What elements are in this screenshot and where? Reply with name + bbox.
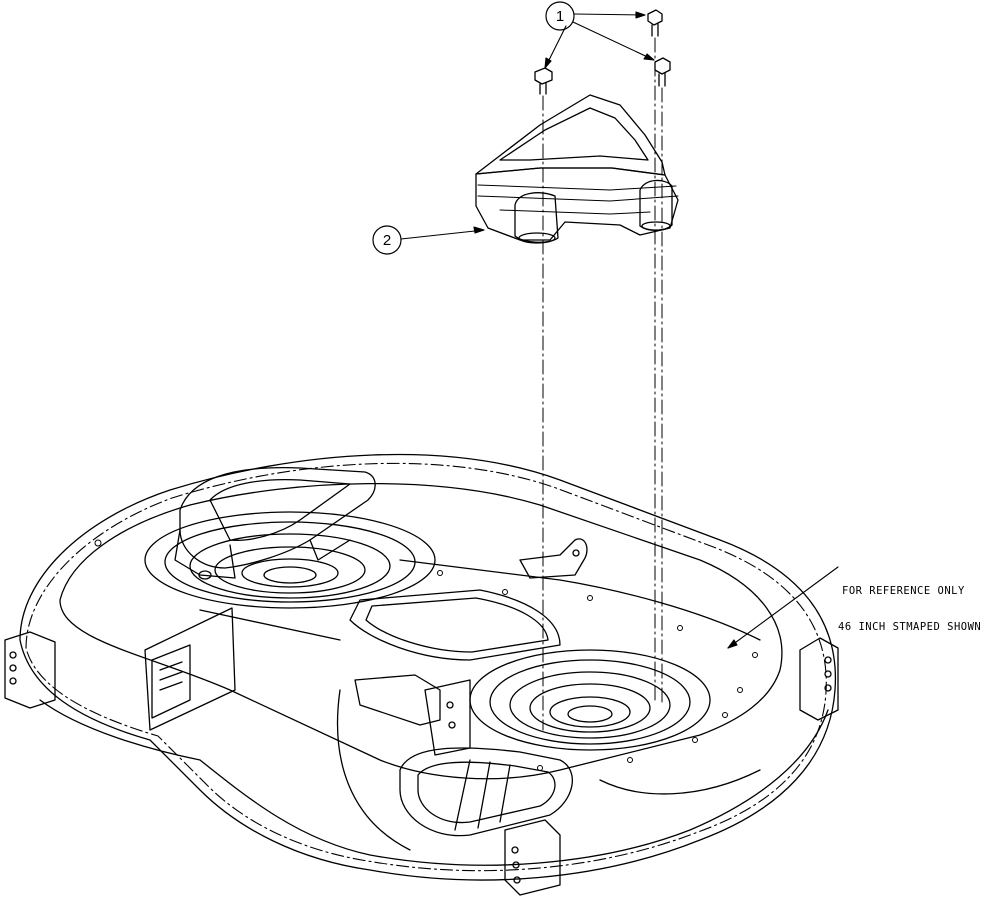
cover-body [475, 167, 679, 241]
left-spindle-well [144, 511, 436, 609]
callout-1-number: 1 [556, 8, 564, 25]
deck-center-channel-inner [365, 597, 549, 653]
part-2-pulley-cover [475, 94, 679, 244]
screw-top [647, 9, 663, 37]
callout-2: 2 [372, 225, 402, 255]
cover-inset-panel [499, 107, 649, 161]
reference-note: FOR REFERENCE ONLY 46 INCH STMAPED SHOWN [838, 561, 981, 645]
deck-outer-shell [19, 453, 837, 881]
deck-mounting-holes [94, 539, 758, 771]
cover-top-face [475, 94, 666, 176]
leader-lines [400, 11, 839, 649]
deck-front-skirt [39, 699, 829, 866]
deck-top-plate [59, 482, 783, 780]
deck-rib [199, 559, 761, 641]
mower-deck [4, 453, 839, 896]
screw-right [654, 57, 671, 87]
deck-center-bracket [519, 538, 588, 579]
deck-skirt-inner [336, 689, 761, 851]
deck-left-pulley-cover [174, 466, 376, 580]
deck-front-opening [399, 747, 573, 837]
reference-note-line-1: FOR REFERENCE ONLY [842, 585, 965, 597]
cover-left-boss-opening [518, 232, 556, 244]
deck-right-hanger [799, 637, 839, 721]
right-spindle-well [469, 649, 711, 751]
callout-2-number: 2 [383, 232, 391, 249]
callout-1: 1 [545, 1, 575, 31]
screw-left [534, 67, 553, 95]
deck-center-channel [349, 589, 561, 661]
deck-rim-dashed [25, 462, 827, 872]
deck-left-hanger [4, 631, 56, 709]
deck-front-bracket [354, 674, 471, 756]
reference-note-line-2: 46 INCH STMAPED SHOWN [838, 621, 982, 633]
cover-left-boss [514, 192, 559, 243]
deck-left-bracket [144, 607, 236, 731]
cover-right-boss-opening [641, 221, 671, 231]
deck-bottom-bracket [504, 819, 561, 896]
assembly-centerlines [542, 37, 663, 731]
cover-edge-lines [477, 184, 679, 215]
